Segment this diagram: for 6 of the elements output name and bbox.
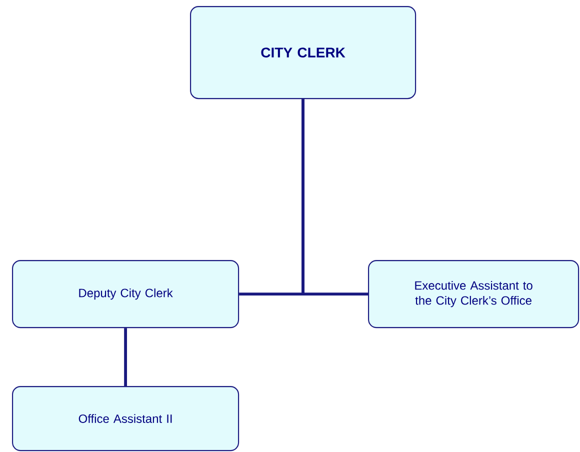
position-box: Executive Assistant to the City Clerk’s Office <box>368 260 580 328</box>
position-box: CITY CLERK <box>190 6 416 100</box>
position-box: Deputy City Clerk <box>12 260 240 328</box>
connector-line <box>124 328 127 386</box>
position-box: Office Assistant II <box>12 386 240 452</box>
connector-line <box>302 99 368 296</box>
